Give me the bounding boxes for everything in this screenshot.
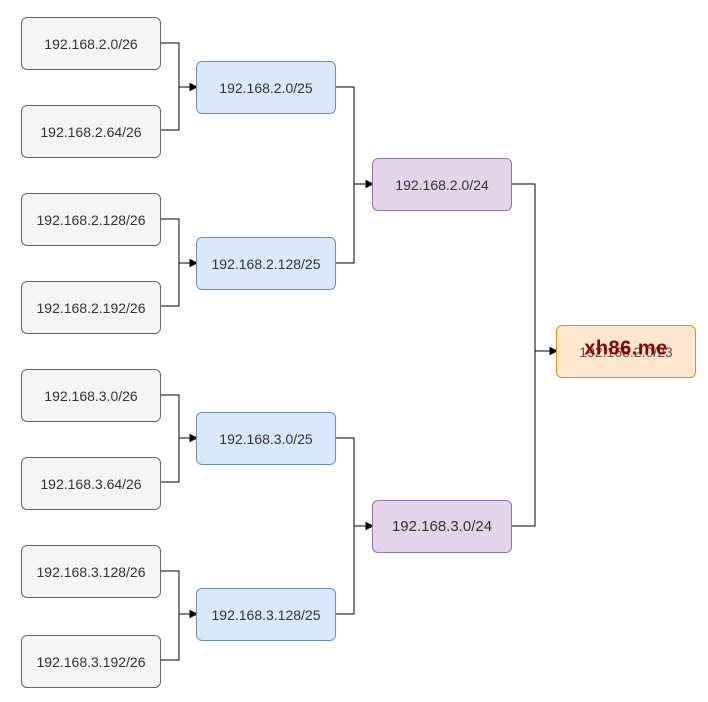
subnet-label: 192.168.2.0/26 [44,35,138,52]
subnet-label: 192.168.2.0/24 [395,176,489,193]
subnet-label: 192.168.3.128/26 [36,563,146,580]
subnet-node-26: 192.168.2.192/26 [21,281,161,334]
subnet-node-26: 192.168.2.64/26 [21,105,161,158]
subnet-node-26: 192.168.3.128/26 [21,545,161,598]
subnet-node-26: 192.168.2.0/26 [21,17,161,70]
subnet-label: 192.168.3.0/24 [391,518,493,535]
root-label: 192.168.2.0/23 xh86.me [557,326,695,377]
subnet-label: 192.168.2.192/26 [36,299,146,316]
arrowhead [365,179,375,189]
subnet-label: 192.168.3.128/25 [211,606,321,623]
subnet-node-23: 192.168.2.0/23 xh86.me [556,325,696,378]
watermark-text: xh86.me [584,337,668,360]
subnet-label: 192.168.2.128/25 [211,255,321,272]
subnet-node-25: 192.168.3.128/25 [196,588,336,641]
arrowhead [189,609,199,619]
connector [161,570,180,661]
subnet-label: 192.168.3.0/25 [219,430,313,447]
connector [161,394,180,483]
subnet-node-24: 192.168.3.0/24 [372,500,512,553]
subnet-label: 192.168.2.0/23 [579,343,673,360]
subnet-label: 192.168.3.0/26 [44,387,138,404]
subnet-node-25: 192.168.3.0/25 [196,412,336,465]
connector [336,86,355,264]
arrowhead [189,433,199,443]
subnet-node-26: 192.168.3.192/26 [21,635,161,688]
arrowhead [549,346,559,356]
subnet-label: 192.168.3.192/26 [36,653,146,670]
connector [336,437,355,615]
subnet-label: 192.168.3.64/26 [40,475,142,492]
arrowhead [189,82,199,92]
subnet-node-24: 192.168.2.0/24 [372,158,512,211]
subnet-node-26: 192.168.3.0/26 [21,369,161,422]
arrowhead [189,258,199,268]
subnet-label: 192.168.2.128/26 [36,211,146,228]
arrowhead [365,521,375,531]
connector [161,218,180,307]
subnet-node-25: 192.168.2.128/25 [196,237,336,290]
subnet-node-25: 192.168.2.0/25 [196,61,336,114]
subnet-label: 192.168.2.64/26 [40,123,142,140]
subnet-label: 192.168.2.0/25 [219,79,313,96]
subnet-node-26: 192.168.2.128/26 [21,193,161,246]
connector [161,42,180,131]
subnet-node-26: 192.168.3.64/26 [21,457,161,510]
connector [512,183,536,527]
